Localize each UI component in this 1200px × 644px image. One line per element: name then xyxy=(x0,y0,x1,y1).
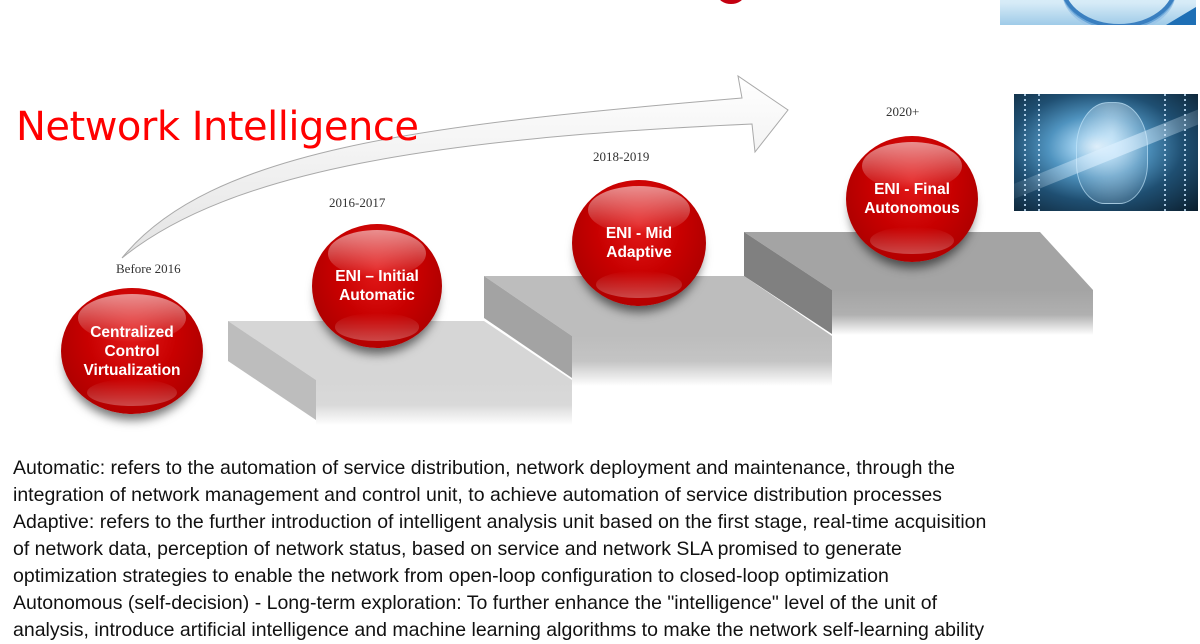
year-label-2018-2019: 2018-2019 xyxy=(593,149,650,164)
code-column xyxy=(1038,94,1040,211)
stage-line2: Autonomous xyxy=(864,200,960,217)
description-line: Automatic: refers to the automation of s… xyxy=(13,457,955,479)
step-2 xyxy=(484,276,832,386)
logo-corner xyxy=(1166,7,1196,25)
step-1 xyxy=(228,321,572,425)
description-line: analysis, introduce artificial intellige… xyxy=(13,619,985,641)
stage-line1: Centralized Control xyxy=(90,323,174,360)
description-line: optimization strategies to enable the ne… xyxy=(13,565,889,587)
description-text: Automatic: refers to the automation of s… xyxy=(13,455,1193,644)
stage-line1: ENI - Mid xyxy=(605,225,673,242)
year-label-before-2016: Before 2016 xyxy=(116,261,181,276)
description-line: Adaptive: refers to the further introduc… xyxy=(13,511,987,533)
ai-head-image xyxy=(1014,94,1198,211)
description-line: integration of network management and co… xyxy=(13,484,942,506)
stage-line2: Adaptive xyxy=(606,244,672,261)
growth-arrow xyxy=(121,74,789,259)
page-title: Network Intelligence xyxy=(16,104,419,150)
stage-line2: Virtualization xyxy=(83,361,181,379)
year-label-2016-2017: 2016-2017 xyxy=(329,195,386,210)
stage-line1: ENI – Initial xyxy=(335,268,419,285)
description-line: Autonomous (self-decision) - Long-term e… xyxy=(13,592,938,614)
year-label-2020-plus: 2020+ xyxy=(886,104,920,119)
code-column xyxy=(1024,94,1026,211)
stage-line1: ENI - Final xyxy=(874,181,950,198)
stage-line2: Automatic xyxy=(339,287,415,304)
code-column xyxy=(1184,94,1186,211)
code-column xyxy=(1164,94,1166,211)
blue-swoosh-logo xyxy=(1000,0,1196,25)
description-line: of network data, perception of network s… xyxy=(13,538,902,560)
red-logo-fragment xyxy=(718,0,744,4)
